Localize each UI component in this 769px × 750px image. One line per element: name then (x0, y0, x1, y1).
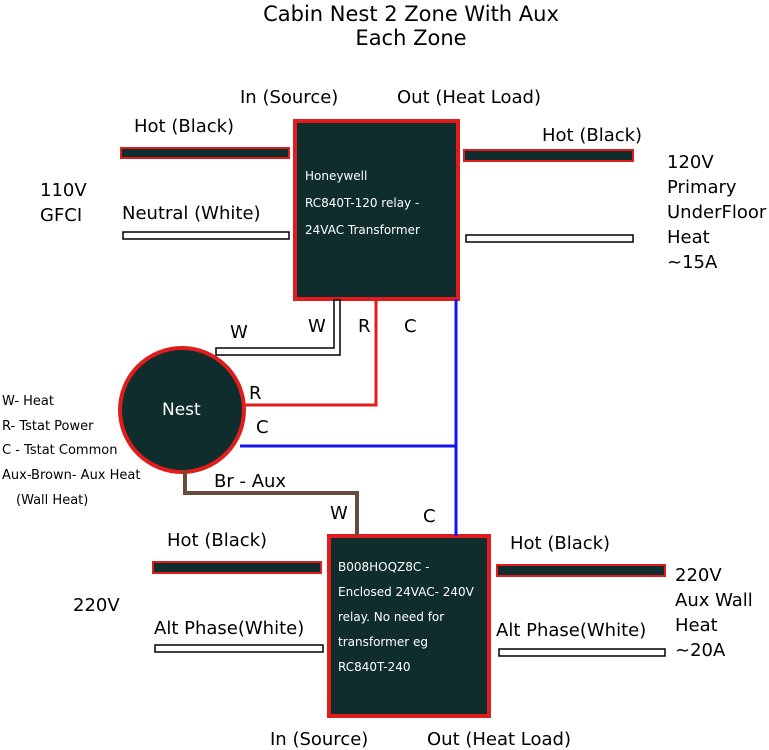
top-relay-description: Honeywell RC840T-120 relay - 24VAC Trans… (305, 163, 420, 244)
top-out-label: Out (Heat Load) (397, 87, 541, 108)
top-source-line: GFCI (40, 205, 83, 226)
bottom-relay-line: relay. No need for (338, 610, 445, 624)
bottom-terminal-w: W (330, 503, 348, 524)
bottom-hot-out-label: Hot (Black) (510, 533, 611, 554)
top-load-line: Primary (667, 177, 737, 198)
top-terminal-c: C (404, 316, 417, 337)
bottom-hot-in-wire (152, 561, 322, 574)
top-hot-out-label: Hot (Black) (542, 125, 643, 146)
top-relay-box (293, 119, 460, 301)
top-neutral-out-wire (465, 234, 634, 243)
bottom-relay-description: B008HOQZ8C - Enclosed 24VAC- 240V relay.… (338, 555, 474, 680)
legend-aux: Aux-Brown- Aux Heat (2, 468, 141, 483)
top-neutral-in-wire (122, 231, 290, 240)
top-load-line: UnderFloor (667, 202, 767, 223)
top-source-line: 110V (40, 180, 87, 201)
top-load-line: 120V (667, 152, 714, 173)
top-terminal-w: W (308, 316, 326, 337)
brown-aux-wire (183, 470, 359, 536)
title-line-1: Cabin Nest 2 Zone With Aux (263, 2, 559, 26)
bottom-load-line: 220V (675, 565, 722, 586)
nest-label: Nest (162, 400, 201, 420)
bottom-load-line: Aux Wall (675, 590, 753, 611)
top-terminal-r: R (358, 316, 371, 337)
bottom-alt-in-label: Alt Phase(White) (154, 618, 305, 639)
bottom-hot-out-wire (496, 564, 666, 577)
nest-br-label: Br - Aux (214, 471, 287, 492)
bottom-source-label: 220V (73, 595, 120, 616)
nest-circle (118, 346, 246, 474)
bottom-alt-in-wire (154, 644, 324, 653)
nest-c-label: C (256, 417, 269, 438)
nest-r-label: R (249, 383, 262, 404)
bottom-hot-in-label: Hot (Black) (167, 530, 268, 551)
bottom-relay-box (327, 534, 491, 718)
bottom-load-label: 220V Aux Wall Heat ~20A (675, 563, 753, 663)
bottom-out-label: Out (Heat Load) (427, 729, 571, 750)
bottom-in-label: In (Source) (270, 729, 369, 750)
top-relay-line: Honeywell (305, 169, 368, 183)
legend-wall-heat: (Wall Heat) (16, 493, 89, 508)
top-hot-in-wire (120, 147, 290, 159)
w-wire (215, 299, 341, 356)
top-in-label: In (Source) (240, 87, 339, 108)
top-load-label: 120V Primary UnderFloor Heat ~15A (667, 150, 766, 275)
bottom-load-line: ~20A (675, 640, 726, 661)
top-load-line: Heat (667, 227, 710, 248)
top-hot-out-wire (463, 149, 634, 162)
legend-r: R- Tstat Power (2, 419, 94, 434)
top-load-line: ~15A (667, 252, 718, 273)
nest-w-label: W (230, 322, 248, 343)
bottom-terminal-c: C (423, 506, 436, 527)
legend-c: C - Tstat Common (2, 443, 118, 458)
top-source-label: 110V GFCI (40, 178, 87, 228)
top-relay-line: RC840T-120 relay - (305, 196, 420, 210)
bottom-alt-out-label: Alt Phase(White) (496, 620, 647, 641)
bottom-relay-line: Enclosed 24VAC- 240V (338, 585, 474, 599)
top-hot-in-label: Hot (Black) (134, 116, 235, 137)
bottom-relay-line: B008HOQZ8C - (338, 560, 430, 574)
title-line-2: Each Zone (355, 26, 467, 50)
top-relay-line: 24VAC Transformer (305, 223, 420, 237)
bottom-alt-out-wire (498, 648, 666, 657)
r-wire (243, 299, 378, 407)
legend-w: W- Heat (2, 394, 54, 409)
bottom-relay-line: RC840T-240 (338, 660, 411, 674)
top-neutral-in-label: Neutral (White) (122, 203, 261, 224)
bottom-relay-line: transformer eg (338, 635, 428, 649)
bottom-load-line: Heat (675, 615, 718, 636)
